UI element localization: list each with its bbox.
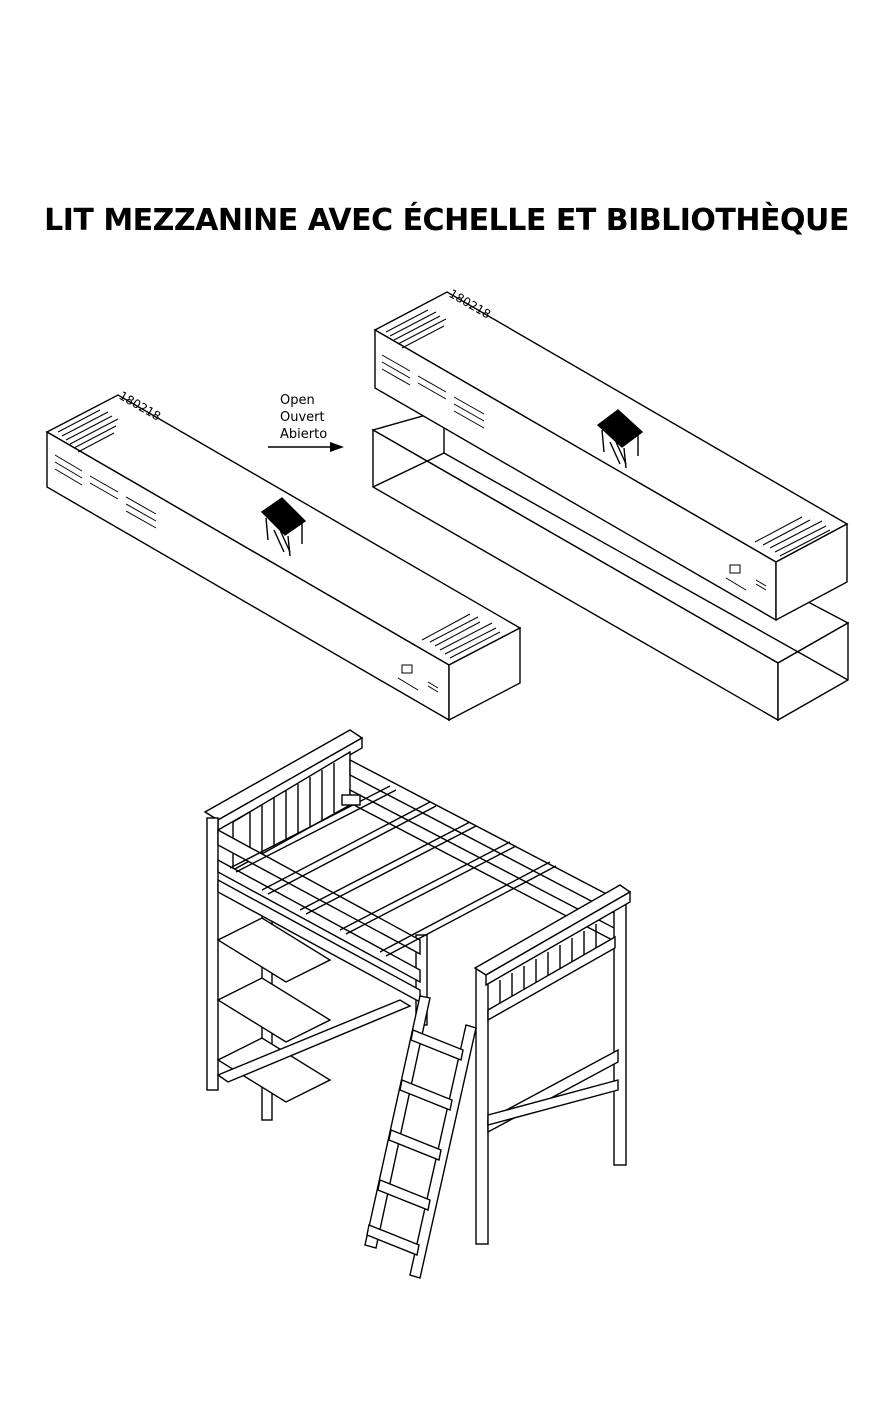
open-box-drawing: 180218 — [371, 286, 850, 722]
open-label-es: Abierto — [280, 427, 328, 442]
open-label-en: Open — [280, 393, 315, 408]
page-title: LIT MEZZANINE AVEC ÉCHELLE ET BIBLIOTHÈQ… — [44, 203, 849, 238]
closed-box-drawing: 180218 — [45, 388, 522, 722]
open-label-fr: Ouvert — [280, 410, 325, 425]
open-arrow — [268, 442, 344, 452]
loft-bed-drawing — [203, 729, 632, 1279]
